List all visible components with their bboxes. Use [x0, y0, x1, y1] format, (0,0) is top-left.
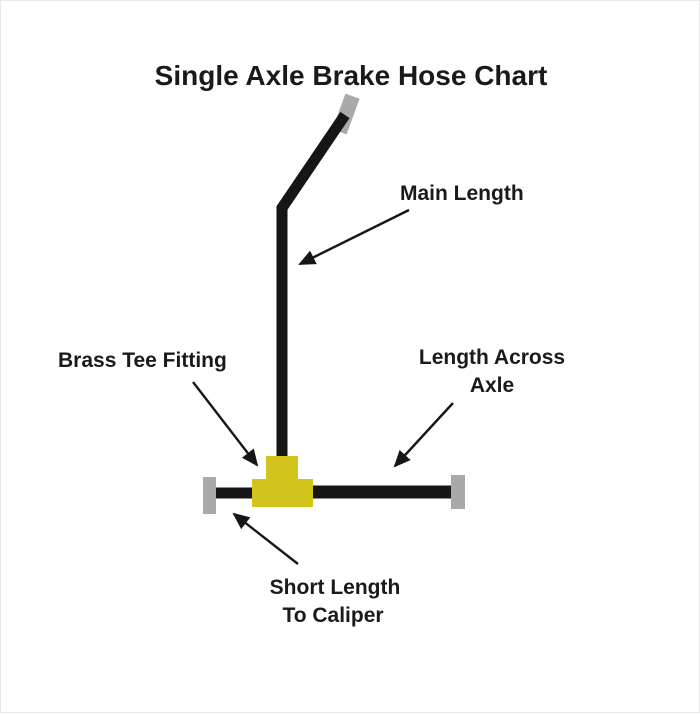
brass-tee-arrow-icon — [192, 381, 259, 467]
tee-fitting-horizontal-body — [252, 479, 313, 507]
main-length-arrow-icon — [298, 208, 410, 266]
short-hose-end-cap — [203, 477, 216, 514]
short-length-label-line2: To Caliper — [282, 604, 383, 627]
brass-tee-label: Brass Tee Fitting — [58, 349, 227, 372]
axle-hose-end-cap — [451, 475, 465, 509]
diagram-title: Single Axle Brake Hose Chart — [155, 60, 548, 91]
length-across-axle-label-line1: Length Across — [419, 346, 565, 369]
length-across-axle-arrow-icon — [393, 402, 454, 468]
brass-tee-fitting — [252, 456, 313, 507]
main-hose-line — [276, 111, 350, 471]
main-length-label: Main Length — [400, 182, 524, 205]
length-across-axle-label-line2: Axle — [470, 374, 514, 397]
short-length-label-line1: Short Length — [270, 576, 401, 599]
short-length-arrow-icon — [232, 512, 299, 565]
